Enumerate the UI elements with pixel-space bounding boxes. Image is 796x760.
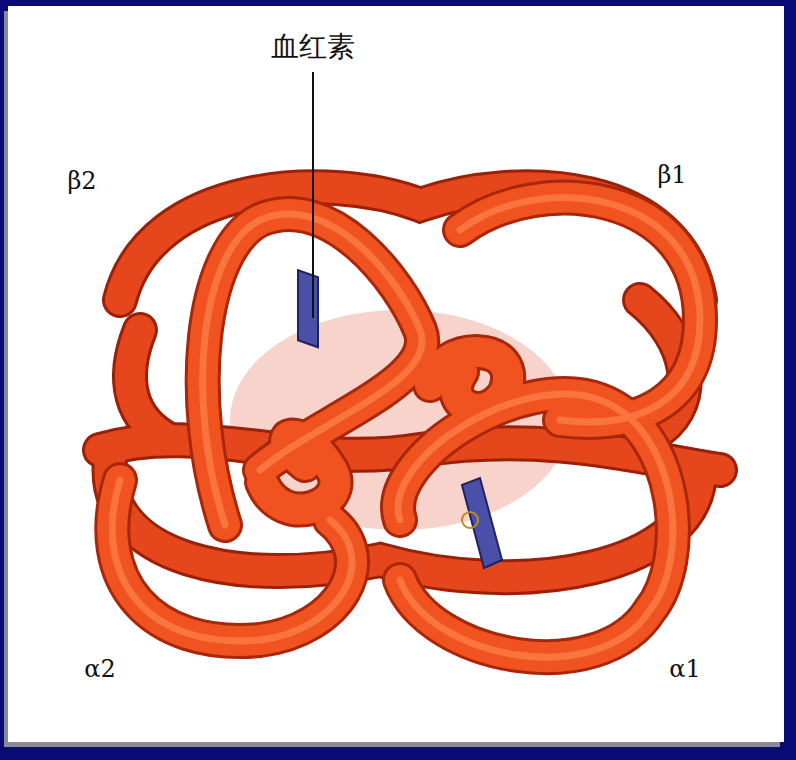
subunit-label: α2 [82,656,117,682]
leader-line [312,72,314,318]
subunit-label: β2 [65,168,98,194]
subunit-label: α1 [667,656,702,682]
heme-label: 血红素 [269,32,357,63]
subunit-label: β1 [655,162,688,188]
